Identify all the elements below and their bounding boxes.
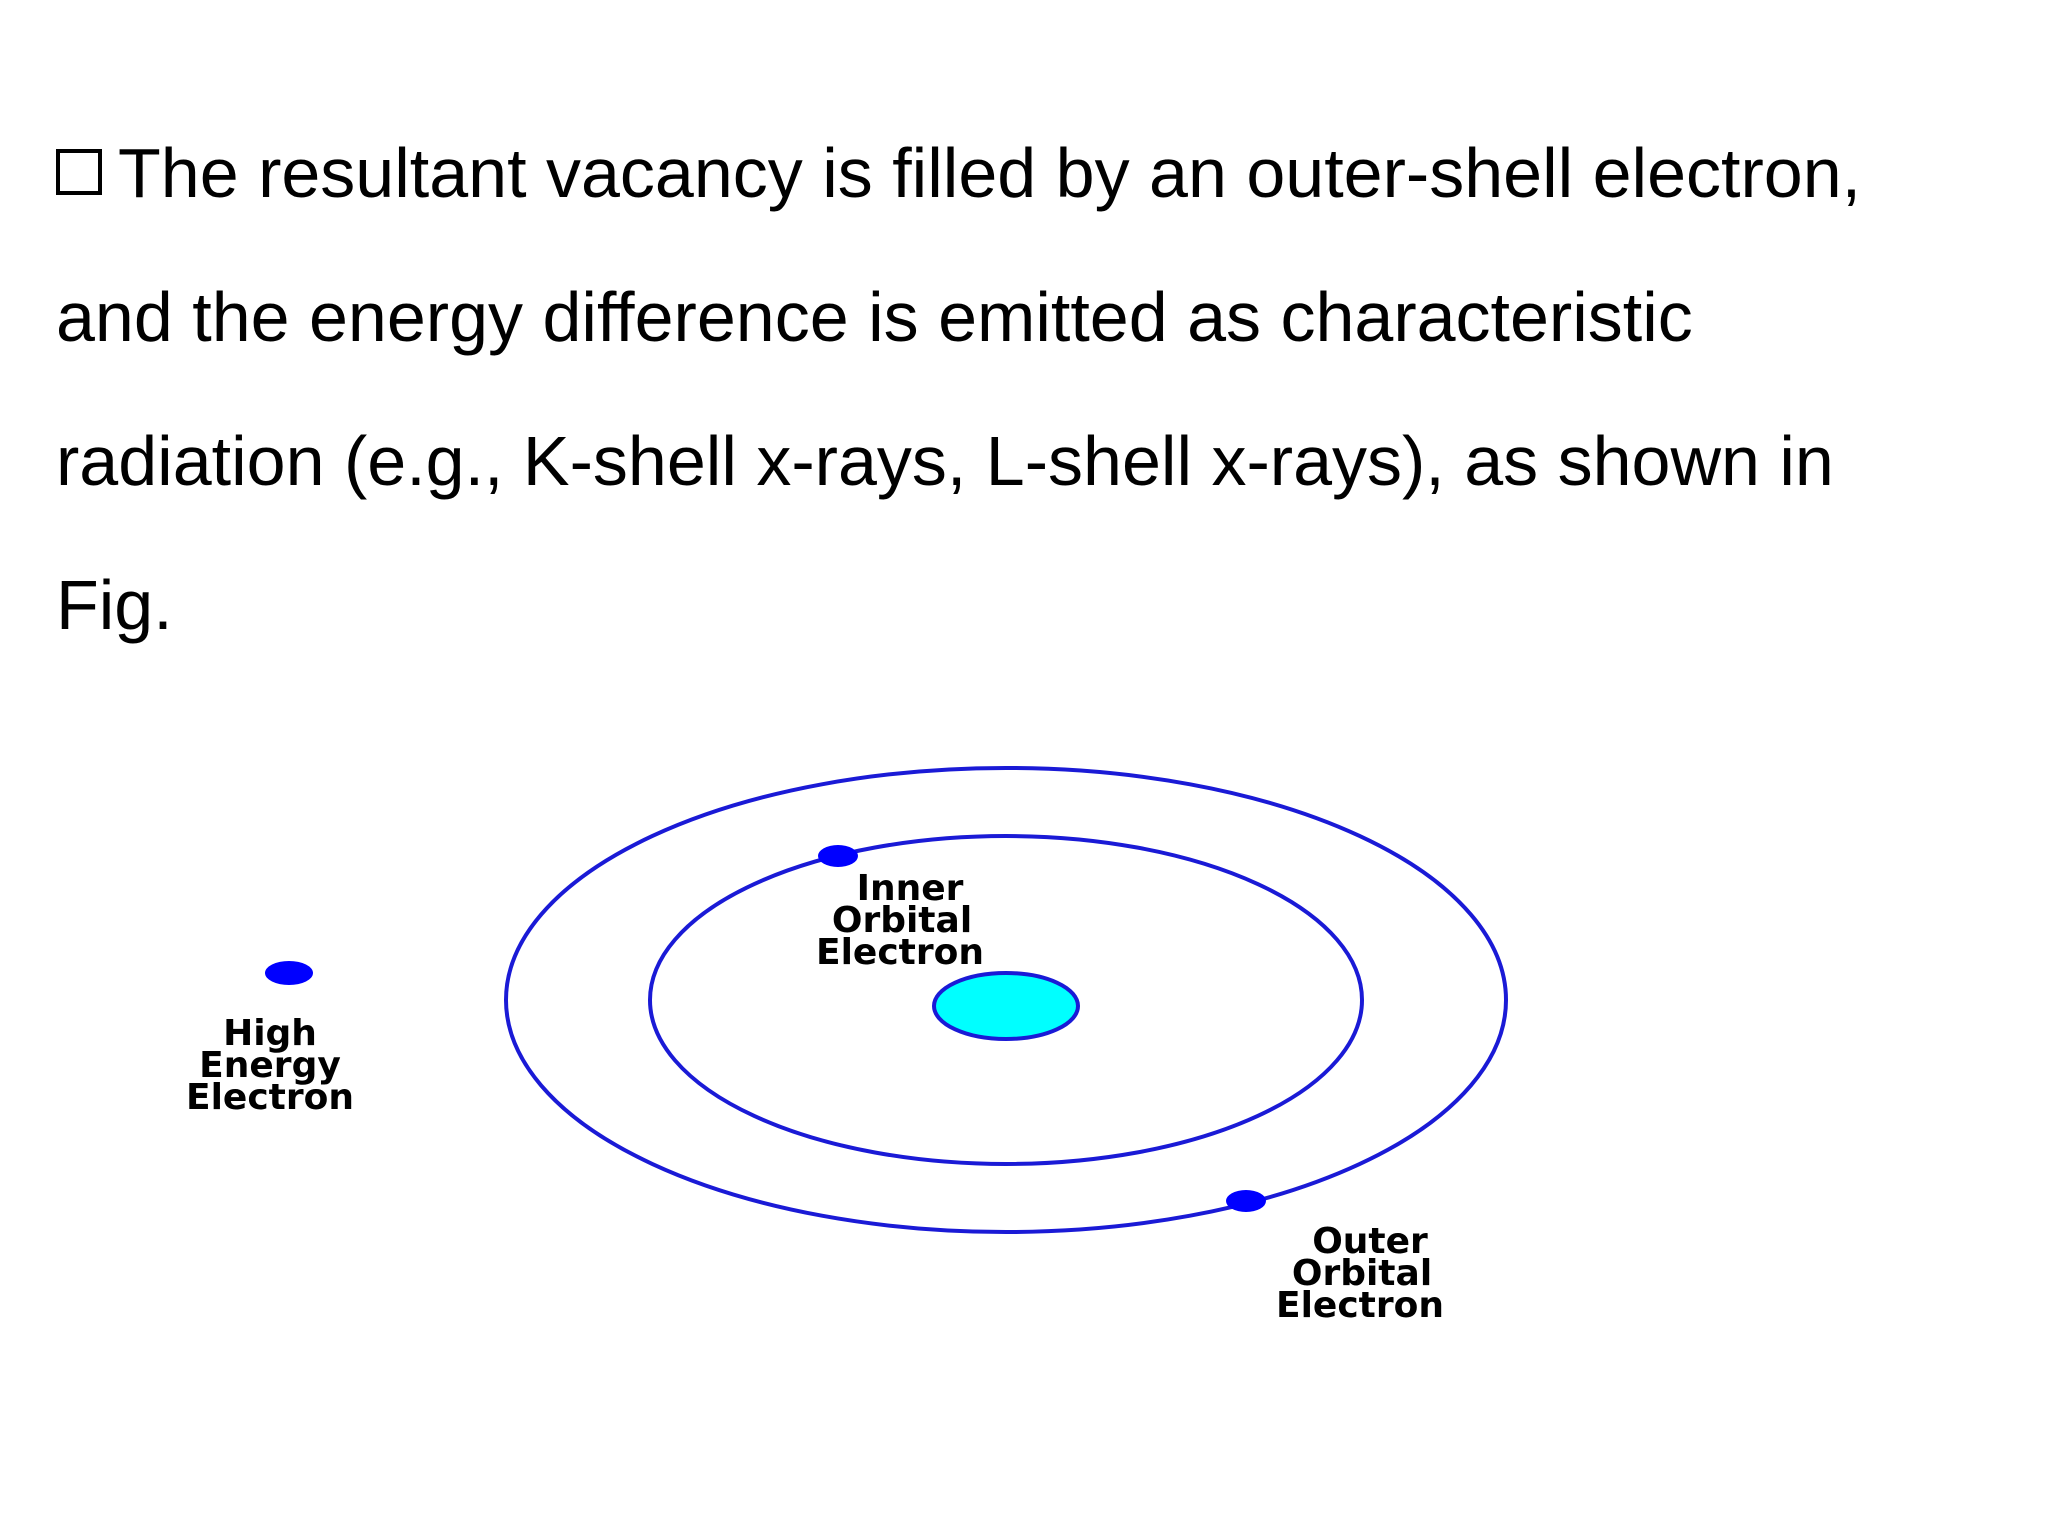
nucleus-outline	[932, 971, 1080, 1041]
outer-label-line-2: Orbital	[1292, 1253, 1432, 1294]
hollow-square-bullet-icon	[56, 149, 110, 203]
high-energy-electron	[265, 961, 313, 985]
high-label-line-3: Electron	[186, 1077, 354, 1118]
high-label-line-2: Energy	[199, 1045, 341, 1086]
high-energy-electron-label: High Energy Electron	[186, 1013, 354, 1118]
text-line-2: and the energy difference is emitted as …	[56, 278, 1693, 356]
outer-orbit	[504, 766, 1508, 1234]
outer-label-line-1: Outer	[1312, 1221, 1428, 1262]
outer-label-line-3: Electron	[1276, 1285, 1444, 1326]
inner-label-line-1: Inner	[857, 868, 964, 909]
outer-orbital-electron	[1226, 1190, 1266, 1212]
inner-orbital-electron	[818, 845, 858, 867]
outer-orbital-electron-label: Outer Orbital Electron	[1276, 1221, 1444, 1326]
text-line-1-content: The resultant vacancy is filled by an ou…	[118, 134, 1862, 212]
inner-orbit	[648, 834, 1364, 1166]
high-label-line-1: High	[223, 1013, 317, 1054]
text-line-3: radiation (e.g., K-shell x-rays, L-shell…	[56, 422, 1834, 500]
text-line-4: Fig.	[56, 566, 173, 644]
nucleus	[934, 973, 1078, 1039]
inner-orbital-electron-label: Inner Orbital Electron	[816, 868, 984, 973]
text-line-1: The resultant vacancy is filled by an ou…	[56, 138, 1861, 208]
inner-label-line-2: Orbital	[832, 900, 972, 941]
inner-label-line-3: Electron	[816, 932, 984, 973]
